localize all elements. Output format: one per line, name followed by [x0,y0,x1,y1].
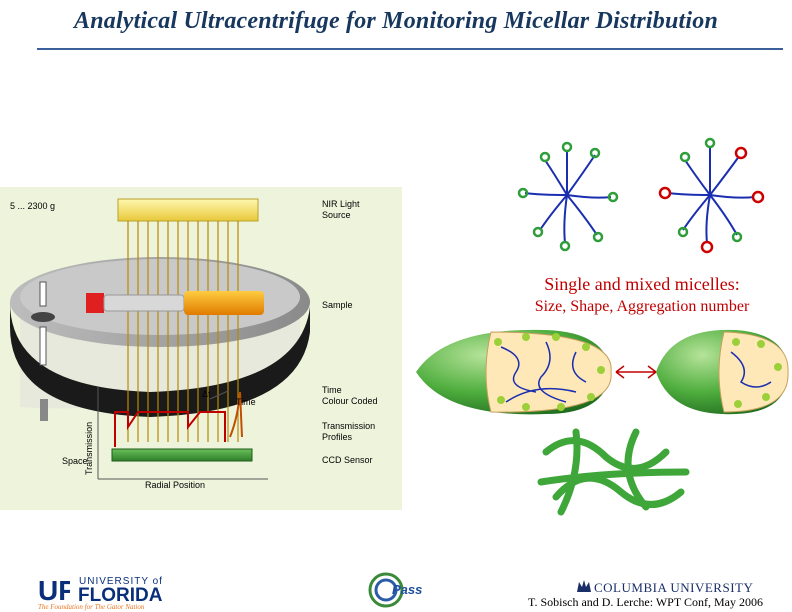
double-arrow [615,365,657,379]
nir-light-source [117,198,259,222]
sample-cell [184,291,264,315]
space-label: Space [62,456,88,466]
ccd-sensor [111,448,253,462]
single-micelle [524,150,612,244]
ccd-label: CCD Sensor [322,455,373,465]
pass-label: Pass [392,582,423,597]
mixed-micelle [667,147,756,244]
transmission-profiles-label-1: Transmission [322,421,375,431]
nir-label-2: Source [322,210,351,220]
radial-axis-label: Radial Position [145,480,205,490]
transmission-axis-label: Transmission [84,422,94,475]
transmission-profile [114,411,226,447]
slide-title: Analytical Ultracentrifuge for Monitorin… [73,8,718,34]
columbia-crown-icon [577,580,591,592]
sample-label: Sample [322,300,353,310]
time-label: Time [236,397,256,407]
centrifuge-schematic: 5 ... 2300 g NIR Light Source Sample Tim… [10,198,378,490]
time-colour-label-2: Colour Coded [322,396,378,406]
uf-florida: FLORIDA [78,585,163,606]
uf-tagline: The Foundation for The Gator Nation [38,603,145,611]
transmission-profiles-label-2: Profiles [322,432,353,442]
micelle-illustrations [517,137,765,254]
sample-cell-red [86,293,104,313]
uf-university-of: UNIVERSITY of [79,576,163,587]
columbia-university: COLUMBIA UNIVERSITY [594,580,754,595]
time-colour-label-1: Time [322,385,342,395]
svg-text:UF: UF [38,575,70,606]
micelles-subcaption: Size, Shape, Aggregation number [534,298,750,315]
speed-label: 5 ... 2300 g [10,201,55,211]
nir-label-1: NIR Light [322,199,360,209]
micelle-shapes [416,329,789,516]
centrifuge-diagram: 5 ... 2300 g NIR Light Source Sample Tim… [0,187,402,510]
footer-credit: T. Sobisch and D. Lerche: WPT Conf, May … [528,595,763,609]
pass-logo [368,572,404,608]
rotor-rim [10,302,310,417]
uf-logo-mark: UF [38,575,70,606]
light-beams [127,221,239,442]
delta-t-label: Δt [202,389,211,399]
wormlike-micelles [537,428,690,516]
title-underline [37,48,783,50]
micelles-caption: Single and mixed micelles: [544,274,740,294]
